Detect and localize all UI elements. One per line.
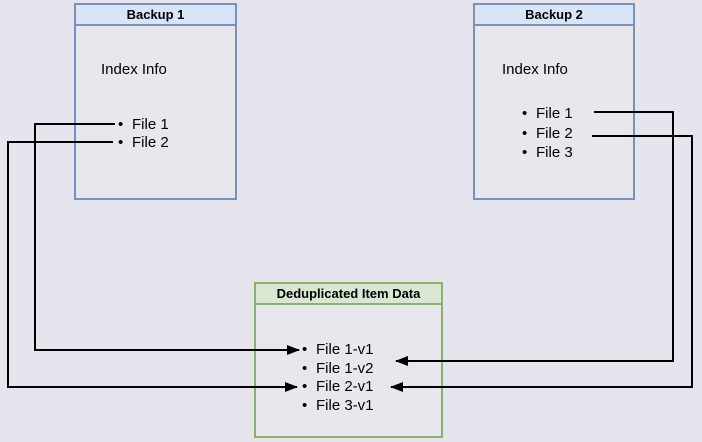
list-item: • File 2-v1	[302, 377, 374, 396]
dedup-item-file3v1-label: File 3-v1	[316, 396, 374, 414]
list-item: • File 1-v1	[302, 340, 374, 359]
bullet-icon: •	[118, 133, 124, 151]
list-item: • File 2	[522, 124, 573, 144]
backup2-file-list: • File 1 • File 2 • File 3	[522, 104, 573, 163]
list-item: • File 3	[522, 143, 573, 163]
backup1-file-2-label: File 2	[132, 133, 169, 151]
bullet-icon: •	[302, 359, 308, 377]
bullet-icon: •	[118, 115, 124, 133]
bullet-icon: •	[302, 340, 308, 358]
bullet-icon: •	[522, 144, 528, 162]
list-item: • File 1	[522, 104, 573, 124]
backup1-header: Backup 1	[76, 5, 235, 26]
backup1-index-info-label: Index Info	[101, 61, 167, 78]
bullet-icon: •	[302, 396, 308, 414]
backup1-box: Backup 1	[74, 3, 237, 200]
list-item: • File 1	[118, 115, 169, 133]
dedup-item-file2v1-label: File 2-v1	[316, 378, 374, 396]
dedup-item-file1v2-label: File 1-v2	[316, 359, 374, 377]
backup2-header: Backup 2	[475, 5, 633, 26]
list-item: • File 3-v1	[302, 396, 374, 415]
backup2-index-info-label: Index Info	[502, 61, 568, 78]
bullet-icon: •	[522, 105, 528, 123]
dedup-item-list: • File 1-v1 • File 1-v2 • File 2-v1 • Fi…	[302, 340, 374, 415]
list-item: • File 1-v2	[302, 359, 374, 378]
backup1-title: Backup 1	[126, 7, 185, 22]
list-item: • File 2	[118, 133, 169, 151]
dedup-item-file1v1-label: File 1-v1	[316, 340, 374, 358]
backup2-box: Backup 2	[473, 3, 635, 200]
backup2-file-1-label: File 1	[536, 105, 573, 123]
dedup-title: Deduplicated Item Data	[276, 286, 421, 301]
backup2-file-2-label: File 2	[536, 124, 573, 142]
backup2-file-3-label: File 3	[536, 144, 573, 162]
bullet-icon: •	[302, 378, 308, 396]
bullet-icon: •	[522, 124, 528, 142]
dedup-header: Deduplicated Item Data	[256, 284, 441, 305]
backup1-file-1-label: File 1	[132, 115, 169, 133]
backup2-title: Backup 2	[525, 7, 583, 22]
backup1-file-list: • File 1 • File 2	[118, 115, 169, 151]
